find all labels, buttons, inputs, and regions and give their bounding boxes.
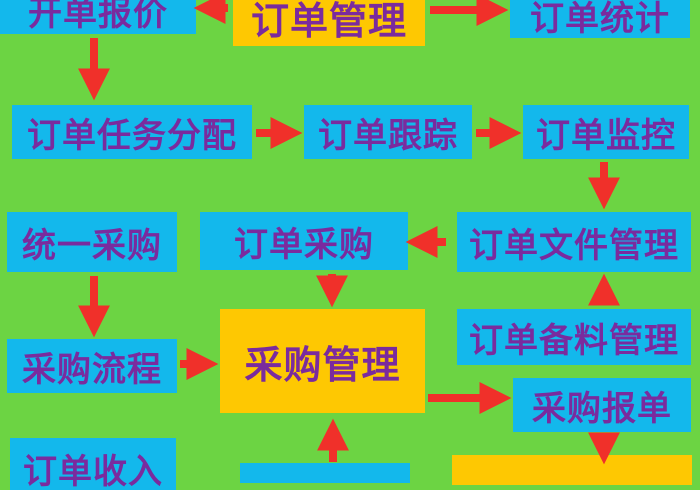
node-dingdan-jiankong: 订单监控 [523,105,689,159]
node-dingdan-tongji: 订单统计 [510,0,690,38]
node-dingdan-guanli: 订单管理 [233,0,425,46]
node-tongyi-caigou: 统一采购 [7,212,177,272]
node-dingdan-beiliao-guanli: 订单备料管理 [457,309,691,365]
node-bottom-center-partial [240,463,410,483]
node-bottom-right-partial [452,455,692,485]
node-dingdan-genzong: 订单跟踪 [304,105,472,159]
node-caigou-liucheng: 采购流程 [7,339,177,393]
node-dingdan-wenjian-guanli: 订单文件管理 [457,212,691,272]
node-dingdan-renwu-fenpei: 订单任务分配 [12,105,252,159]
node-caigou-guanli: 采购管理 [220,309,425,413]
node-kaidan-baojia: 开单报价 [0,0,196,34]
node-dingdan-caigou: 订单采购 [200,212,408,270]
node-dingdan-shouru: 订单收入 [10,438,176,490]
node-caigou-baodan: 采购报单 [513,378,691,432]
